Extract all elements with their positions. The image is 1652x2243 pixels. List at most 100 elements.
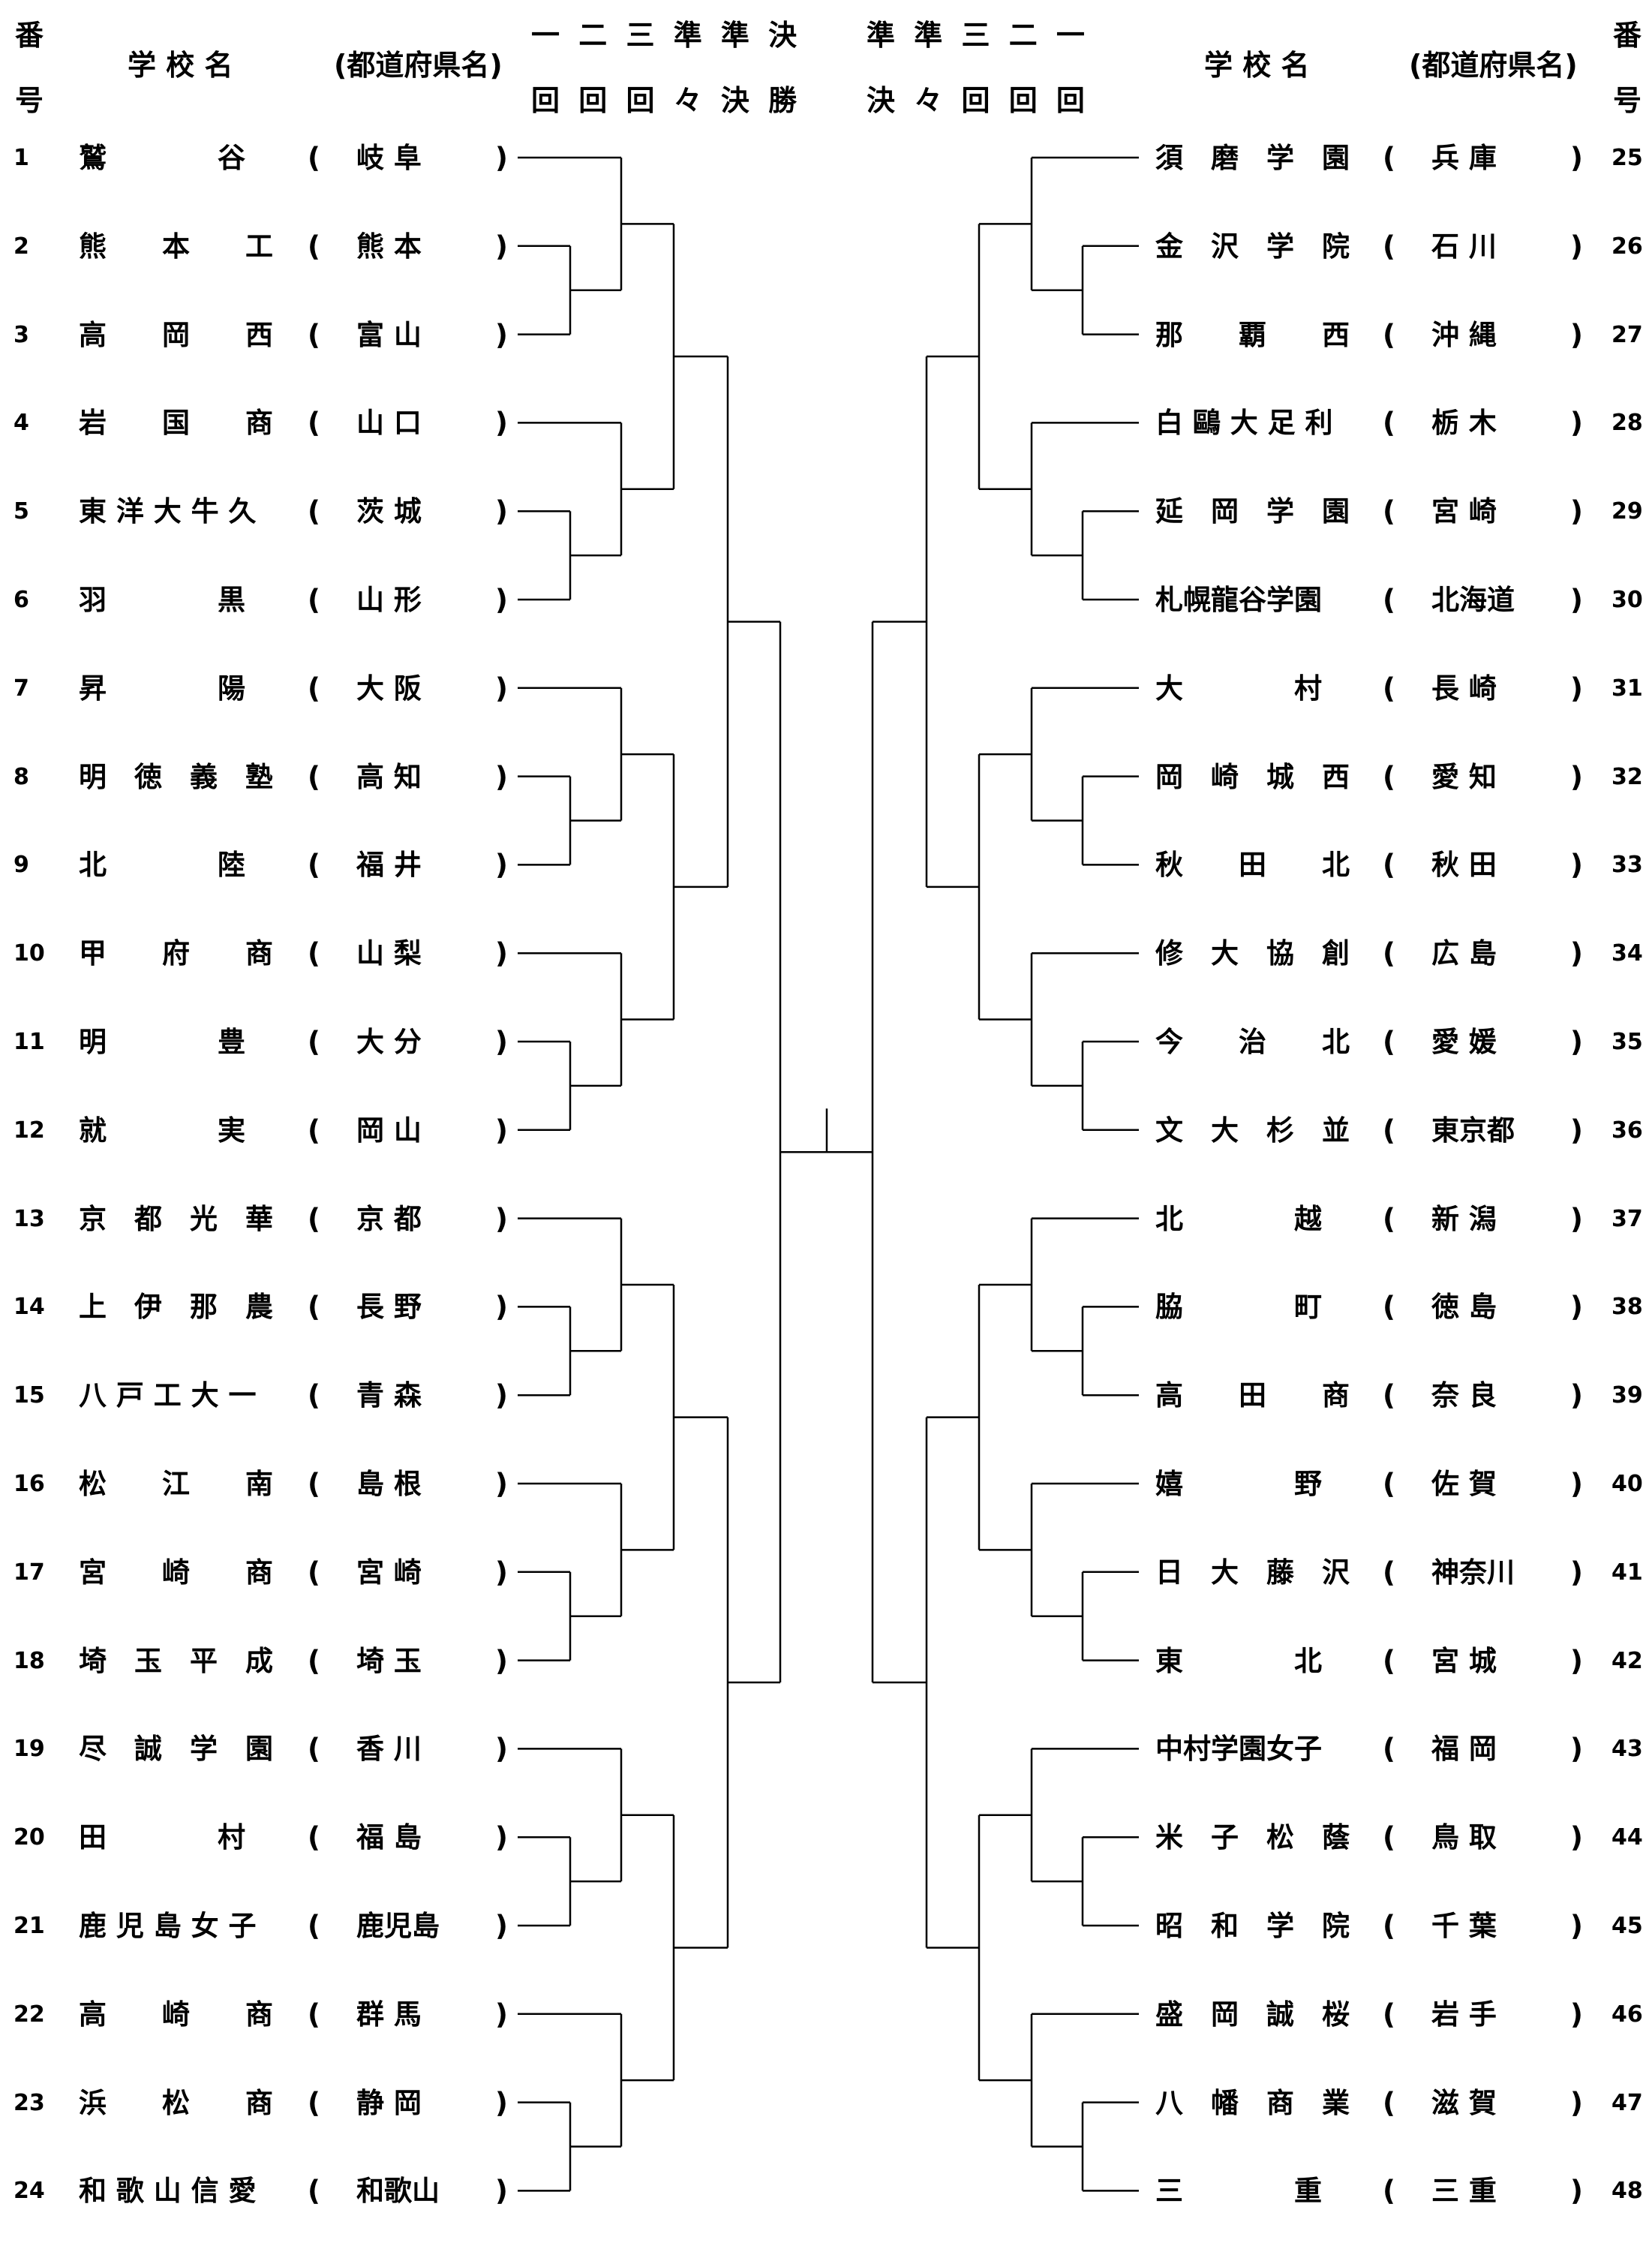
- prefecture-name: 宮 崎: [1431, 495, 1497, 528]
- paren-open: (: [1383, 1202, 1395, 1235]
- paren-close: ): [1570, 1733, 1583, 1766]
- paren-open: (: [1383, 407, 1395, 440]
- header-ban-right: 番: [1613, 19, 1642, 52]
- prefecture-name: 福 岡: [1431, 1733, 1497, 1766]
- paren-open: (: [308, 230, 320, 263]
- prefecture-name: 秋 田: [1431, 849, 1497, 882]
- school-name: 松 江 南: [79, 1468, 273, 1500]
- prefecture-name: 兵 庫: [1431, 142, 1497, 174]
- team-number: 28: [1611, 410, 1643, 437]
- paren-close: ): [1570, 1468, 1583, 1500]
- team-number: 34: [1611, 940, 1643, 967]
- school-name: 修 大 協 創: [1155, 937, 1350, 970]
- prefecture-name: 沖 縄: [1431, 318, 1497, 351]
- header-go-left: 号: [15, 84, 44, 117]
- paren-close: ): [1570, 849, 1583, 882]
- school-name: 延 岡 学 園: [1155, 495, 1350, 528]
- paren-open: (: [1383, 2086, 1395, 2119]
- prefecture-name: 滋 賀: [1431, 2086, 1497, 2119]
- prefecture-name: 栃 木: [1431, 407, 1497, 440]
- paren-close: ): [495, 672, 508, 705]
- team-number: 4: [14, 410, 29, 437]
- school-name: 大 村: [1155, 672, 1322, 705]
- prefecture-name: 埼 玉: [356, 1644, 422, 1677]
- header-school-label-left: 学 校 名: [128, 49, 233, 82]
- prefecture-name: 福 井: [356, 849, 422, 882]
- paren-open: (: [308, 495, 320, 528]
- team-number: 40: [1611, 1471, 1643, 1497]
- prefecture-name: 千 葉: [1431, 1910, 1497, 1942]
- school-name: 文 大 杉 並: [1155, 1114, 1350, 1147]
- prefecture-name: 愛 媛: [1431, 1026, 1497, 1058]
- paren-open: (: [308, 849, 320, 882]
- school-name: 上 伊 那 農: [79, 1291, 273, 1324]
- prefecture-name: 富 山: [356, 318, 422, 351]
- paren-open: (: [1383, 937, 1395, 970]
- paren-close: ): [1570, 1379, 1583, 1412]
- team-number: 21: [14, 1913, 45, 1939]
- prefecture-name: 島 根: [356, 1468, 422, 1500]
- school-name: 宮 崎 商: [79, 1556, 273, 1589]
- school-name: 東 洋 大 牛 久: [79, 495, 257, 528]
- paren-open: (: [1383, 1114, 1395, 1147]
- school-name: 白 鷗 大 足 利: [1155, 407, 1333, 440]
- paren-close: ): [495, 1379, 508, 1412]
- paren-close: ): [1570, 2086, 1583, 2119]
- school-name: 那 覇 西: [1155, 318, 1350, 351]
- prefecture-name: 鹿児島: [356, 1910, 440, 1942]
- school-name: 北 越: [1155, 1202, 1322, 1235]
- paren-open: (: [308, 1821, 320, 1854]
- paren-open: (: [308, 1379, 320, 1412]
- header-go-right: 号: [1613, 84, 1642, 117]
- header-rounds-top-right: 準 準 三 二 一: [867, 19, 1085, 52]
- paren-close: ): [495, 1821, 508, 1854]
- team-number: 31: [1611, 675, 1643, 702]
- paren-open: (: [308, 1910, 320, 1942]
- paren-close: ): [495, 142, 508, 174]
- paren-close: ): [1570, 318, 1583, 351]
- header-ban-left: 番: [15, 19, 44, 52]
- paren-close: ): [1570, 1821, 1583, 1854]
- paren-close: ): [495, 760, 508, 793]
- team-number: 35: [1611, 1029, 1643, 1055]
- paren-close: ): [495, 407, 508, 440]
- paren-close: ): [495, 1556, 508, 1589]
- team-number: 6: [14, 587, 29, 613]
- paren-open: (: [308, 1026, 320, 1058]
- paren-open: (: [1383, 1379, 1395, 1412]
- header-pref-label-left: (都道府県名): [334, 49, 503, 82]
- paren-open: (: [1383, 760, 1395, 793]
- school-name: 昭 和 学 院: [1155, 1910, 1350, 1942]
- paren-close: ): [1570, 1114, 1583, 1147]
- team-number: 3: [14, 321, 29, 348]
- header-rounds-bottom-right: 決 々 回 回 回: [867, 84, 1085, 117]
- prefecture-name: 岩 手: [1431, 1998, 1497, 2031]
- paren-open: (: [1383, 1998, 1395, 2031]
- paren-close: ): [1570, 1291, 1583, 1324]
- team-number: 47: [1611, 2089, 1643, 2116]
- school-name: 盛 岡 誠 桜: [1155, 1998, 1350, 2031]
- prefecture-name: 長 野: [356, 1291, 422, 1324]
- school-name: 日 大 藤 沢: [1155, 1556, 1350, 1589]
- prefecture-name: 三 重: [1431, 2175, 1497, 2208]
- paren-open: (: [308, 1291, 320, 1324]
- paren-open: (: [308, 1998, 320, 2031]
- prefecture-name: 宮 崎: [356, 1556, 422, 1589]
- paren-open: (: [308, 672, 320, 705]
- school-name: 尽 誠 学 園: [79, 1733, 273, 1766]
- prefecture-name: 高 知: [356, 760, 422, 793]
- prefecture-name: 新 潟: [1431, 1202, 1497, 1235]
- team-number: 14: [14, 1294, 45, 1321]
- school-name: 今 治 北: [1155, 1026, 1350, 1058]
- paren-close: ): [495, 1114, 508, 1147]
- header-school-label-right: 学 校 名: [1204, 49, 1310, 82]
- paren-open: (: [1383, 1556, 1395, 1589]
- team-number: 25: [1611, 145, 1643, 171]
- school-name: 明 徳 義 塾: [79, 760, 273, 793]
- paren-open: (: [1383, 1733, 1395, 1766]
- paren-close: ): [495, 318, 508, 351]
- paren-close: ): [1570, 937, 1583, 970]
- paren-open: (: [1383, 1910, 1395, 1942]
- team-number: 44: [1611, 1824, 1643, 1851]
